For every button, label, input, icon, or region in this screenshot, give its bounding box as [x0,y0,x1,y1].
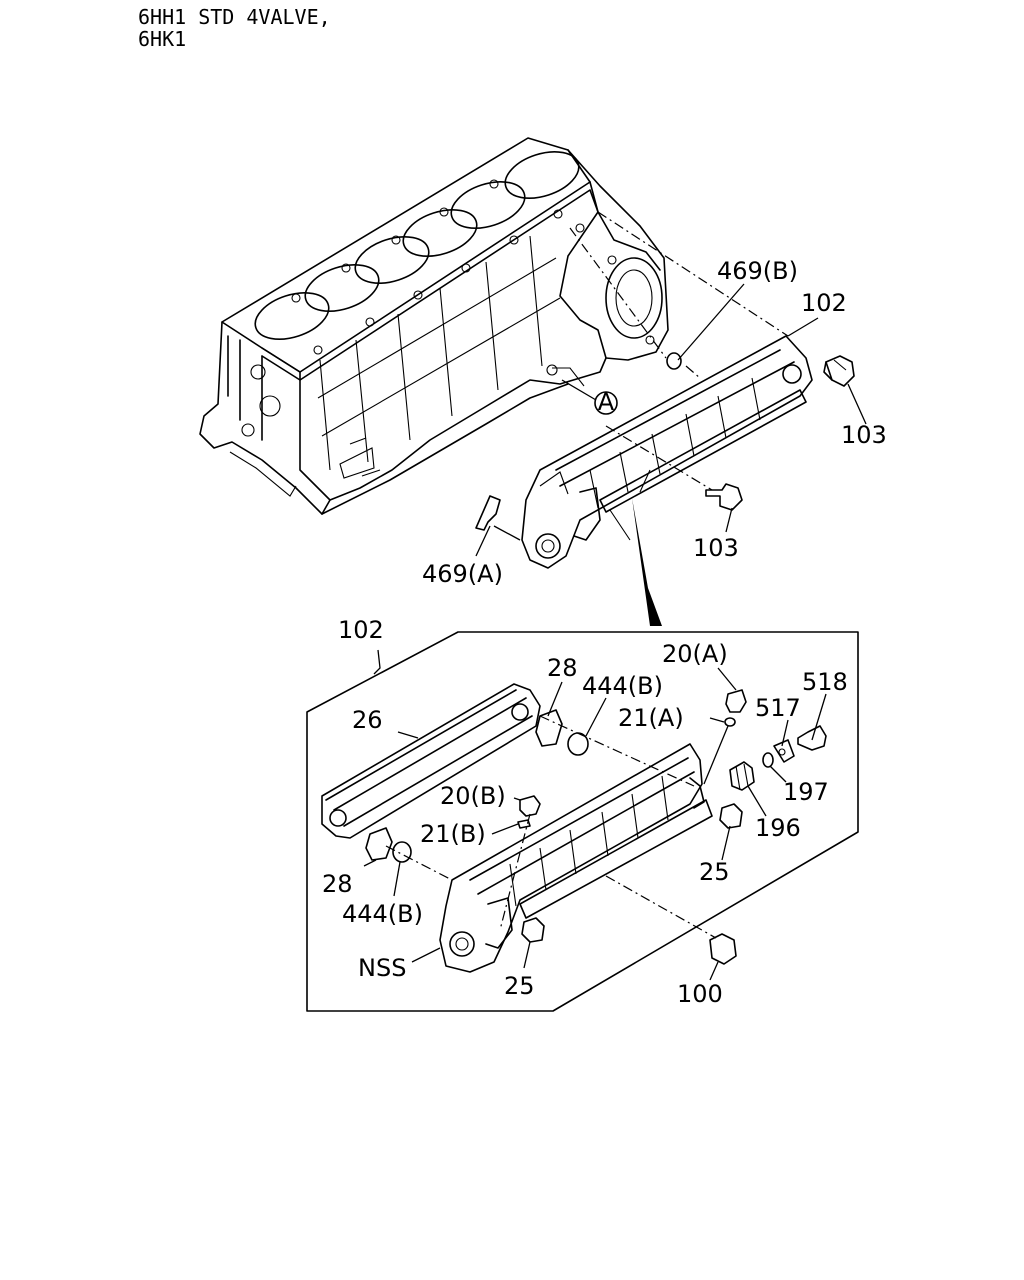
callout-20b: 20(B) [440,782,506,810]
reference-circle-a [594,391,618,415]
detail-pointer-arrow [632,498,662,626]
callout-25-bottom: 25 [504,972,535,1000]
oil-cooler-assembly-top [521,335,813,569]
callout-102-detail: 102 [338,616,384,644]
callout-197: 197 [783,778,829,806]
callout-103-middle: 103 [693,534,739,562]
seat-517 [773,739,795,763]
callout-100: 100 [677,980,723,1008]
model-title-line-1: 6HH1 STD 4VALVE, [138,5,331,29]
callout-469a: 469(A) [422,560,503,588]
oil-cooler-housing-detail [439,743,713,973]
bolt-103-right [823,355,855,387]
callout-21b: 21(B) [420,820,486,848]
o-ring-444b-bottom [392,841,412,863]
washer-197 [762,752,774,768]
callout-518: 518 [802,668,848,696]
callout-nss: NSS [358,954,406,982]
oil-cooler-element-26 [321,683,541,839]
model-title-line-2: 6HK1 [138,27,186,51]
alignment-line [605,425,713,491]
callout-444b-top: 444(B) [582,672,663,700]
cylinder-block-drawing [199,137,669,515]
callout-103-right: 103 [841,421,887,449]
gasket-28-top [535,709,563,747]
callout-28-top: 28 [547,654,578,682]
gasket-469a [475,495,501,531]
alignment-line [597,211,789,337]
bolt-103-middle [705,483,743,511]
plug-25-bottom [521,917,545,943]
callout-20a: 20(A) [662,640,728,668]
plug-25-right [719,803,743,829]
relief-valve-196 [729,761,755,791]
callout-26: 26 [352,706,383,734]
detail-frame [306,631,859,1012]
plug-20a [725,689,747,713]
gasket-28-bottom [365,827,393,861]
ring-21a [724,717,736,727]
reference-label-a: A [598,388,615,416]
callout-25-right: 25 [699,858,730,886]
plug-20b [519,795,541,817]
plug-100 [709,933,737,965]
o-ring-469b [666,352,682,370]
callout-517: 517 [755,694,801,722]
alignment-line [685,365,701,379]
callout-28-bottom: 28 [322,870,353,898]
callout-469b: 469(B) [717,257,798,285]
alignment-line [569,227,667,359]
ring-21b [517,819,531,829]
callout-444b-bottom: 444(B) [342,900,423,928]
bolt-518 [797,725,827,751]
callout-102-top: 102 [801,289,847,317]
callout-196: 196 [755,814,801,842]
callout-21a: 21(A) [618,704,684,732]
